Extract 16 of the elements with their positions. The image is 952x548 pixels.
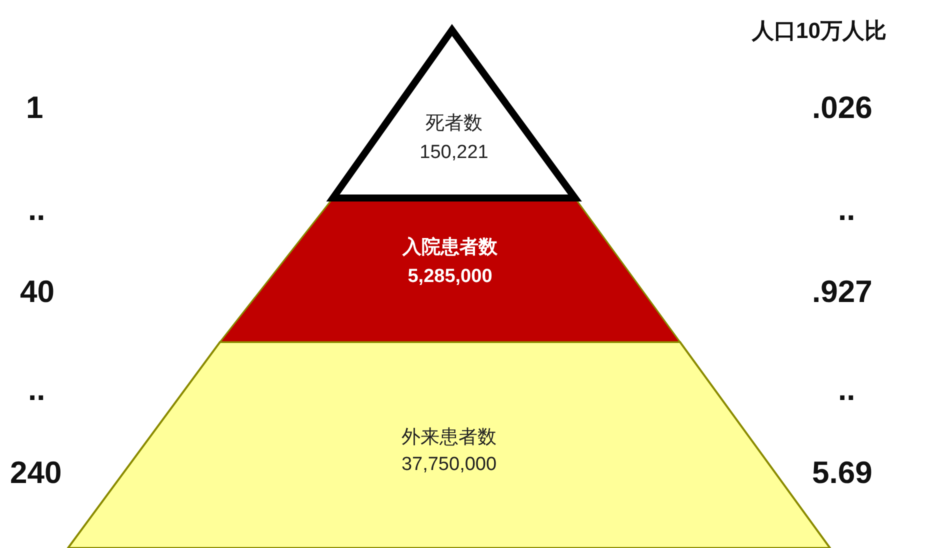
tier-title: 入院患者数: [401, 236, 498, 260]
ratio-value: 1: [26, 90, 44, 126]
rate-value: .927: [812, 274, 872, 310]
tier-title: 外来患者数: [400, 426, 498, 450]
ratio-value: 40: [20, 274, 54, 310]
tier-title: 死者数: [424, 112, 484, 136]
tier-value: 150,221: [418, 142, 490, 164]
ratio-value: 240: [10, 455, 62, 491]
ellipsis: ..: [838, 372, 856, 408]
rate-value: .026: [812, 90, 872, 126]
tier-value: 5,285,000: [406, 266, 494, 288]
rate-value: 5.69: [812, 455, 872, 491]
ellipsis: ..: [28, 372, 46, 408]
column-header: 人口10万人比: [752, 17, 886, 45]
ellipsis: ..: [28, 192, 46, 228]
ellipsis: ..: [838, 192, 856, 228]
